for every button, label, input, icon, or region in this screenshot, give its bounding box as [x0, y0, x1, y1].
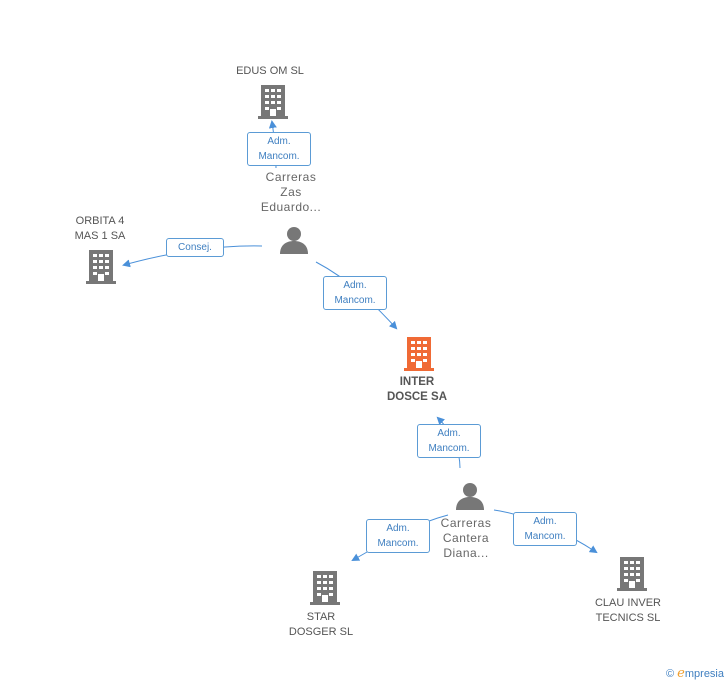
label-line: Zas — [280, 185, 302, 199]
relation-badge-orbita[interactable]: Consej. — [166, 238, 224, 257]
company-label-orbita[interactable]: ORBITA 4 MAS 1 SA — [75, 214, 126, 244]
label-line: DOSGER SL — [288, 626, 354, 638]
label-line: Carreras — [440, 516, 492, 530]
empresia-watermark: © empresia — [666, 666, 724, 681]
badge-line: Adm. — [267, 136, 291, 147]
company-label-star[interactable]: STAR DOSGER SL — [289, 610, 353, 640]
building-icon[interactable] — [617, 557, 647, 591]
building-icon[interactable] — [258, 85, 288, 119]
label-line: TECNICS SL — [595, 612, 661, 624]
label-line: ORBITA 4 — [75, 215, 125, 227]
label-line: Cantera — [442, 531, 490, 545]
label-line: DOSCE SA — [386, 391, 448, 403]
brand-logo-initial: e — [677, 666, 685, 681]
badge-line: Consej. — [178, 242, 212, 253]
person-icon[interactable] — [456, 482, 484, 510]
badge-line: Adm. — [386, 523, 410, 534]
badge-line: Mancom. — [428, 443, 470, 454]
building-icon[interactable] — [310, 571, 340, 605]
badge-line: Adm. — [437, 428, 461, 439]
focus-building-icon[interactable] — [404, 337, 434, 371]
label-line: EDUS OM SL — [236, 65, 304, 77]
label-line: Eduardo... — [260, 200, 322, 214]
relation-badge-edus[interactable]: Adm. Mancom. — [247, 132, 311, 166]
label-line: Diana... — [443, 546, 489, 560]
company-label-edus[interactable]: EDUS OM SL — [236, 64, 304, 79]
brand-logo-text: mpresia — [684, 668, 724, 680]
building-icon[interactable] — [86, 250, 116, 284]
person-label-carreras-zas[interactable]: Carreras Zas Eduardo... — [261, 170, 321, 215]
person-icon[interactable] — [280, 226, 308, 254]
badge-line: Mancom. — [377, 538, 419, 549]
person-label-carreras-cantera[interactable]: Carreras Cantera Diana... — [441, 516, 492, 561]
label-line: Carreras — [265, 170, 317, 184]
relation-badge-star[interactable]: Adm. Mancom. — [366, 519, 430, 553]
relation-badge-inter-bottom[interactable]: Adm. Mancom. — [417, 424, 481, 458]
focus-company-label[interactable]: INTER DOSCE SA — [387, 375, 447, 405]
copyright-symbol: © — [666, 668, 675, 680]
label-line: MAS 1 SA — [74, 230, 126, 242]
badge-line: Adm. — [533, 516, 557, 527]
badge-line: Adm. — [343, 280, 367, 291]
label-line: INTER — [399, 376, 435, 388]
label-line: CLAU INVER — [594, 597, 662, 609]
badge-line: Mancom. — [334, 295, 376, 306]
badge-line: Mancom. — [524, 531, 566, 542]
badge-line: Mancom. — [258, 151, 300, 162]
label-line: STAR — [306, 611, 336, 623]
company-label-clau[interactable]: CLAU INVER TECNICS SL — [595, 596, 661, 626]
relation-badge-clau[interactable]: Adm. Mancom. — [513, 512, 577, 546]
relation-badge-inter-top[interactable]: Adm. Mancom. — [323, 276, 387, 310]
